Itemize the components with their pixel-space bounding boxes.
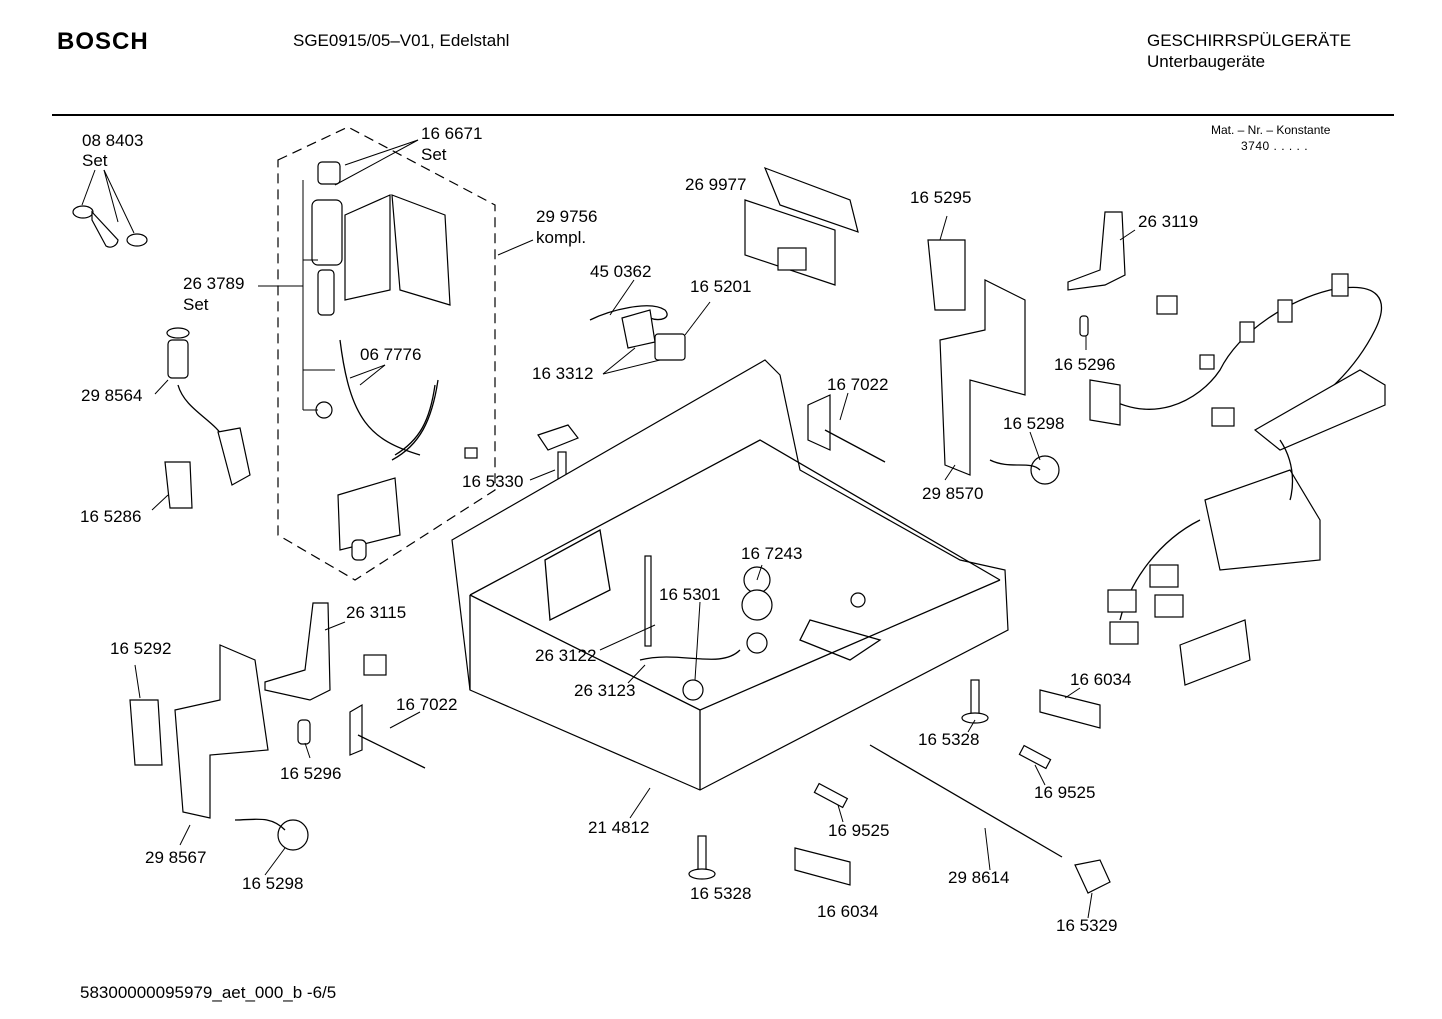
connector-plate — [337, 477, 401, 551]
cable-26-3123 — [639, 649, 741, 661]
overflow-hose-outline — [391, 379, 439, 461]
part-label: 16 5295 — [910, 188, 972, 207]
bracket-26-3115 — [264, 602, 331, 701]
leader-lines — [81, 139, 1136, 919]
part-label: 16 9525 — [1034, 783, 1096, 802]
header-divider — [52, 114, 1394, 116]
screw-16-9525-left — [813, 782, 849, 809]
assembly-group-outline — [277, 126, 496, 581]
part-label: 16 5301 — [659, 585, 721, 604]
part-label: 29 8564 — [81, 386, 143, 405]
part-label: 45 0362 — [590, 262, 652, 281]
model-title: SGE0915/05–V01, Edelstahl — [293, 31, 510, 50]
part-label: 29 8567 — [145, 848, 207, 867]
hose-clamp-set — [72, 205, 148, 248]
part-label: 26 3119 — [1138, 212, 1199, 231]
bracket-29-8567 — [174, 644, 269, 819]
connector-strip-bottom — [794, 847, 851, 886]
plug-part — [537, 424, 579, 451]
part-label: 06 7776 — [360, 345, 422, 364]
part-note: Set — [82, 151, 108, 170]
part-label: 16 5296 — [280, 764, 342, 783]
hose-spring — [166, 327, 251, 486]
part-label: 16 5296 — [1054, 355, 1116, 374]
document-id: 58300000095979_aet_000_b -6/5 — [80, 983, 337, 1002]
overflow-hose — [394, 384, 436, 456]
wiring-harness — [1089, 273, 1386, 686]
part-label: 16 5328 — [690, 884, 752, 903]
screw-16-5328-right — [961, 679, 989, 724]
part-label: 29 8570 — [922, 484, 984, 503]
part-label: 16 5201 — [690, 277, 752, 296]
part-label: 16 5298 — [242, 874, 304, 893]
part-label: 16 5329 — [1056, 916, 1118, 935]
mat-nr-value: 3740 . . . . . — [1241, 139, 1309, 153]
part-label: 16 5328 — [918, 730, 980, 749]
part-label: 16 5286 — [80, 507, 142, 526]
category-title: GESCHIRRSPÜLGERÄTE — [1147, 31, 1352, 50]
part-note: kompl. — [536, 228, 587, 247]
screw-16-5328-left — [688, 835, 716, 880]
part-label: 26 3789 — [183, 274, 245, 293]
inlet-valve — [311, 161, 451, 419]
part-label: 29 9756 — [536, 207, 598, 226]
float-switch-top — [989, 455, 1060, 485]
part-label: 26 3115 — [346, 603, 407, 622]
bracket-26-3119 — [1067, 211, 1126, 291]
part-label: 29 8614 — [948, 868, 1010, 887]
part-label: 16 9525 — [828, 821, 890, 840]
connector-strip-right — [1039, 689, 1101, 729]
part-label: 16 5330 — [462, 472, 524, 491]
rod-16-5301 — [644, 555, 652, 647]
foot-16-5329 — [1074, 859, 1111, 894]
part-label: 16 7022 — [827, 375, 889, 394]
spring-holder-bottom — [349, 703, 426, 769]
clip-part — [164, 461, 193, 509]
part-label: 26 3123 — [574, 681, 636, 700]
part-label: 16 6671 — [421, 124, 483, 143]
mat-nr-label: Mat. – Nr. – Konstante — [1211, 123, 1331, 137]
base-tub — [451, 359, 1009, 791]
cable-45-0362 — [589, 305, 668, 321]
part-label: 26 3122 — [535, 646, 597, 665]
spring-holder-top — [807, 394, 886, 463]
part-label: 16 3312 — [532, 364, 594, 383]
part-label: 16 6034 — [1070, 670, 1132, 689]
part-label: 21 4812 — [588, 818, 650, 837]
part-label: 08 8403 — [82, 131, 144, 150]
part-note: Set — [421, 145, 447, 164]
brand-logo: BOSCH — [57, 28, 149, 55]
part-16-5295 — [927, 239, 966, 311]
screw-16-9525-right — [1018, 744, 1052, 770]
part-label: 16 5292 — [110, 639, 172, 658]
float-switch-bottom — [234, 818, 309, 851]
subcategory-title: Unterbaugeräte — [1147, 52, 1266, 71]
rod-29-8614 — [869, 744, 1063, 858]
part-label: 16 7243 — [741, 544, 803, 563]
part-label: 16 5298 — [1003, 414, 1065, 433]
part-label: 16 6034 — [817, 902, 879, 921]
control-module — [744, 166, 859, 286]
part-16-5292 — [129, 699, 163, 766]
part-note: Set — [183, 295, 209, 314]
part-label: 16 7022 — [396, 695, 458, 714]
part-label: 26 9977 — [685, 175, 747, 194]
